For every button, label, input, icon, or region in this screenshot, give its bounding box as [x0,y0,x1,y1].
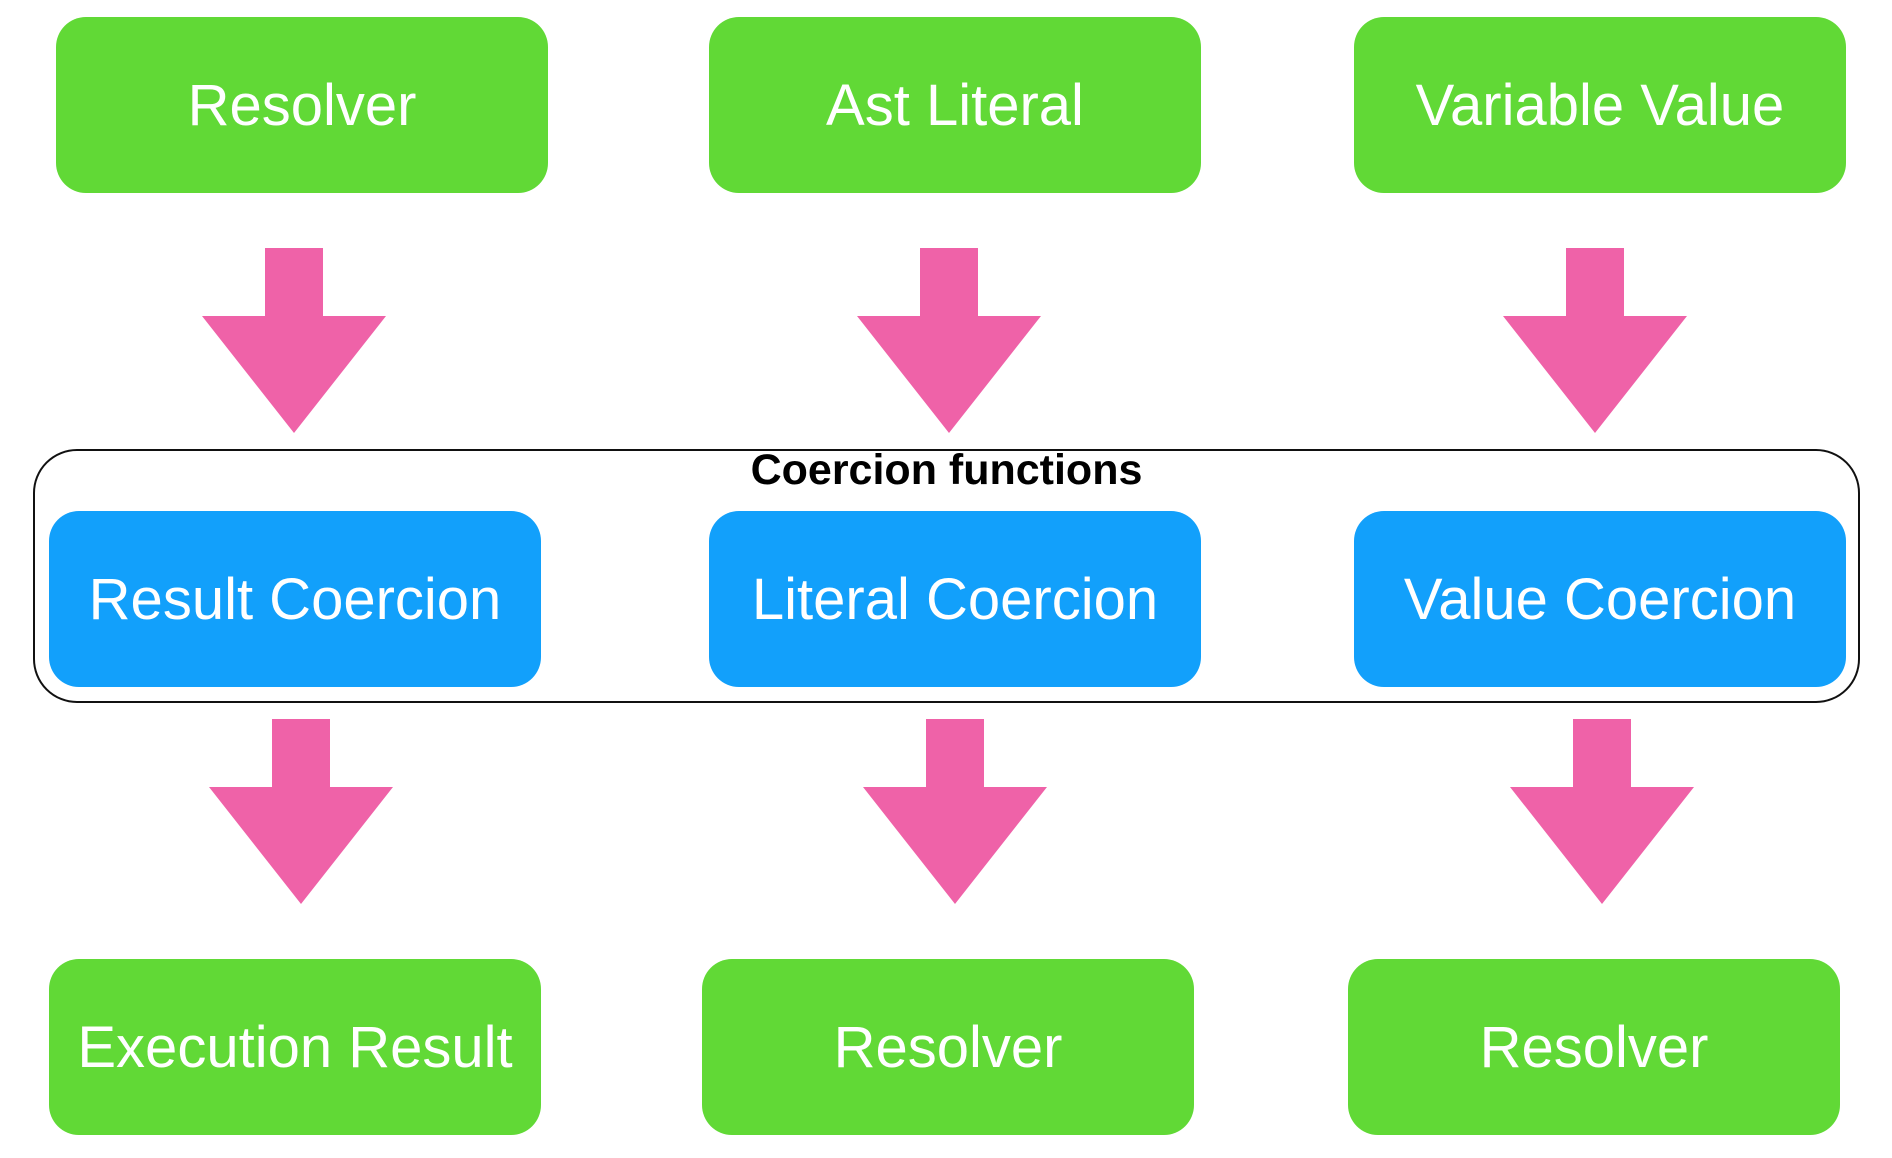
arrow-down-icon [202,248,386,433]
source-box-resolver: Resolver [56,17,548,193]
target-box-execution-result: Execution Result [49,959,541,1135]
target-box-resolver: Resolver [1348,959,1840,1135]
literal-coercion-box: Literal Coercion [709,511,1201,687]
arrow-down-icon [863,719,1047,904]
source-box-ast-literal: Ast Literal [709,17,1201,193]
source-box-variable-value: Variable Value [1354,17,1846,193]
arrow-down-icon [857,248,1041,433]
value-coercion-box: Value Coercion [1354,511,1846,687]
coercion-functions-group [33,449,1860,703]
target-box-resolver: Resolver [702,959,1194,1135]
coercion-functions-title: Coercion functions [750,446,1143,494]
arrow-down-icon [1503,248,1687,433]
arrow-down-icon [209,719,393,904]
arrow-down-icon [1510,719,1694,904]
result-coercion-box: Result Coercion [49,511,541,687]
